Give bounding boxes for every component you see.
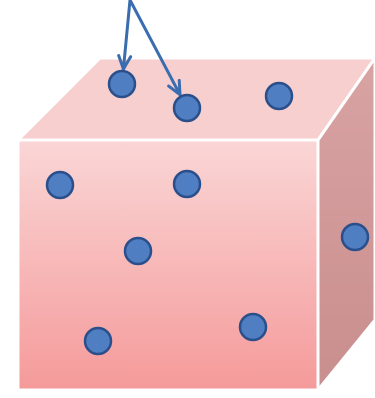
particle-dot-top-1 bbox=[109, 71, 135, 97]
particle-dot-front-1 bbox=[47, 172, 73, 198]
particle-dot-front-5 bbox=[240, 314, 266, 340]
particle-dot-front-3 bbox=[125, 238, 151, 264]
particle-dot-front-4 bbox=[85, 328, 111, 354]
particle-dot-front-2 bbox=[174, 171, 200, 197]
particle-dot-top-2 bbox=[174, 95, 200, 121]
particle-dot-top-3 bbox=[266, 83, 292, 109]
particle-dot-side-1 bbox=[342, 224, 368, 250]
